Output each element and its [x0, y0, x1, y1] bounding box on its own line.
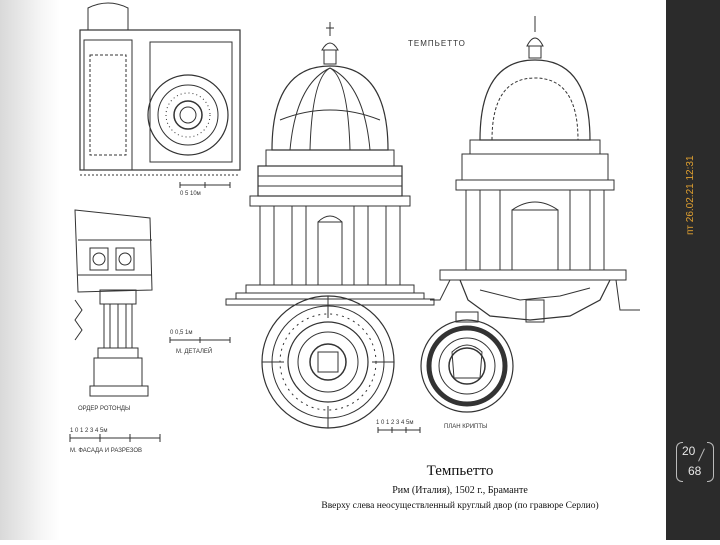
counter-slash: [698, 448, 705, 462]
facade-drawing: [225, 22, 435, 306]
caption-subtitle: Рим (Италия), 1502 г., Браманте: [392, 485, 528, 496]
slide-date-text: пт 26.02.21 12:31: [685, 155, 696, 235]
counter-bracket-right: [707, 442, 714, 482]
site-plan-drawing: [79, 2, 241, 188]
side-panel: [666, 0, 720, 540]
order-detail-drawing: [69, 209, 231, 442]
drawing-plate: ТЕМПЬЕТТО 0 5 10м 0 0,5 1м М. ДЕТАЛЕЙ ОР…: [60, 0, 666, 540]
caption-description: Вверху слева неосуществленный круглый дв…: [321, 501, 599, 511]
scale-crypt-label: 1 0 1 2 3 4 5м: [376, 420, 414, 426]
scale-facade-label: 1 0 1 2 3 4 5м: [70, 428, 108, 434]
order-label: ОРДЕР РОТОНДЫ: [78, 406, 130, 412]
slide-left-shadow: [0, 0, 60, 540]
section-drawing: [430, 16, 640, 323]
scale-plan-label: 0 5 10м: [180, 191, 201, 197]
caption-title: Темпьетто: [426, 463, 494, 479]
crypt-plan-drawing: [377, 311, 514, 433]
page-total: 68: [688, 464, 702, 478]
architectural-drawing: ТЕМПЬЕТТО 0 5 10м 0 0,5 1м М. ДЕТАЛЕЙ ОР…: [69, 2, 640, 454]
rotunda-plan-drawing: [261, 295, 395, 429]
crypt-label: ПЛАН КРИПТЫ: [444, 424, 487, 430]
counter-bracket-left: [676, 442, 683, 482]
plate-heading: ТЕМПЬЕТТО: [408, 39, 466, 48]
scale-details-label: 0 0,5 1м: [170, 330, 192, 336]
facade-label: М. ФАСАДА И РАЗРЕЗОВ: [70, 448, 142, 454]
details-label: М. ДЕТАЛЕЙ: [176, 347, 212, 355]
page-current: 20: [682, 444, 696, 458]
page-counter: 20 68: [676, 442, 716, 482]
